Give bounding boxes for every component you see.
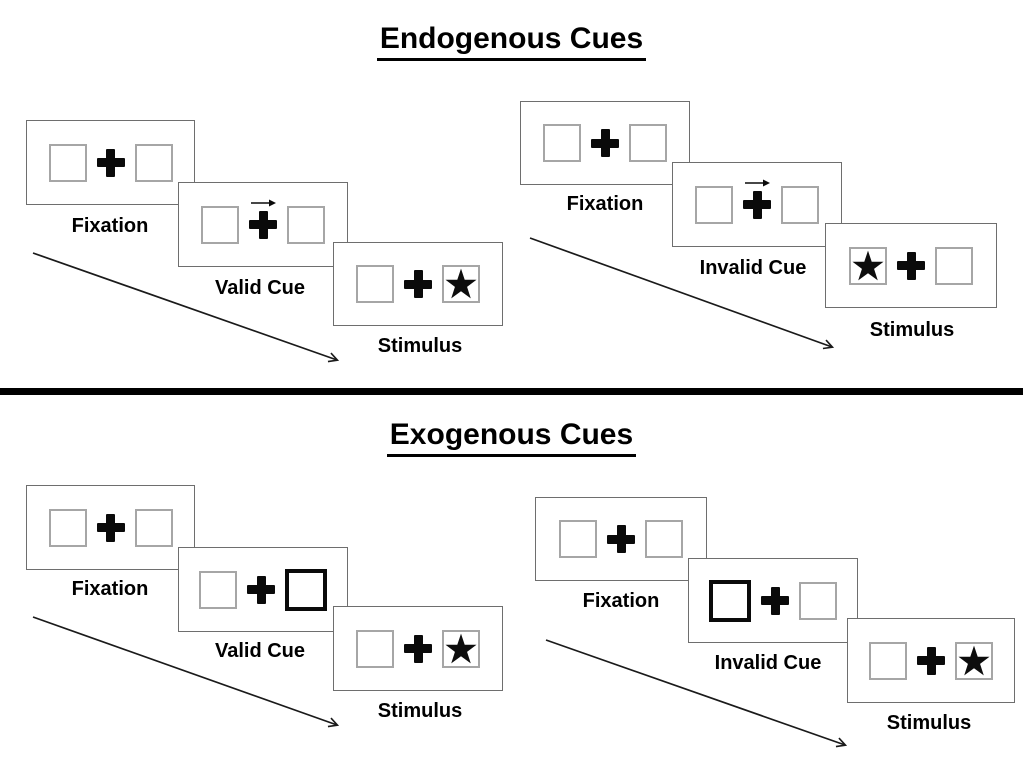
left-box <box>48 508 87 547</box>
fixation-cross-icon <box>404 270 432 298</box>
star-icon <box>852 250 884 280</box>
panel-center <box>237 548 285 631</box>
panel-center <box>581 102 629 184</box>
fixation-cross-icon <box>96 148 125 177</box>
panel-label-stimulus: Stimulus <box>377 700 463 722</box>
timeline-arrow-endogenous-invalid <box>529 237 835 350</box>
fixation-cross-icon <box>249 210 277 239</box>
panel-exo-invalid-stimulus <box>847 618 1015 703</box>
panel-label-stimulus: Stimulus <box>886 712 972 734</box>
right-box <box>955 641 993 680</box>
right-box <box>287 205 325 244</box>
star-icon <box>958 645 990 675</box>
panel-endo-valid-stimulus <box>333 242 503 326</box>
panel-label-stimulus: Stimulus <box>869 319 955 341</box>
panel-endo-invalid-fixation <box>520 101 690 185</box>
section-title-exogenous: Exogenous Cues <box>0 418 1023 457</box>
panel-label-fixation: Fixation <box>71 215 149 237</box>
section-title-endogenous: Endogenous Cues <box>0 22 1023 61</box>
section-divider <box>0 388 1023 395</box>
left-box <box>543 124 581 162</box>
panel-exo-valid-stimulus <box>333 606 503 691</box>
panel-center <box>733 163 781 246</box>
panel-label-valid-cue: Valid Cue <box>214 277 306 299</box>
fixation-cross-icon <box>96 513 125 542</box>
panel-center <box>394 607 442 690</box>
star-icon <box>445 268 477 299</box>
star-icon <box>445 633 477 663</box>
fixation-cross-icon <box>607 525 635 553</box>
right-box <box>442 629 480 668</box>
panel-label-stimulus: Stimulus <box>377 335 463 357</box>
left-box <box>48 143 87 182</box>
fixation-cross-icon <box>897 251 925 280</box>
section-title-text: Exogenous Cues <box>386 418 637 457</box>
section-title-text: Endogenous Cues <box>376 22 647 61</box>
right-box <box>134 508 173 547</box>
panel-label-fixation: Fixation <box>582 590 660 612</box>
right-box <box>442 265 480 303</box>
right-box <box>799 581 837 620</box>
right-box-cue-highlight <box>285 568 327 611</box>
left-box <box>695 185 733 224</box>
panel-endo-invalid-cue <box>672 162 842 247</box>
right-box <box>134 143 173 182</box>
fixation-cross-icon <box>761 586 789 615</box>
panel-label-invalid-cue: Invalid Cue <box>714 652 822 674</box>
fixation-cross-icon <box>591 129 619 157</box>
left-box <box>199 570 237 609</box>
right-box <box>629 124 667 162</box>
panel-center <box>887 224 935 307</box>
panel-exo-valid-fixation <box>26 485 195 570</box>
panel-endo-invalid-stimulus <box>825 223 997 308</box>
timeline-arrow-exogenous-valid <box>32 616 340 728</box>
right-arrow-cue-icon <box>251 199 276 207</box>
timeline-arrow-exogenous-invalid <box>545 639 848 748</box>
left-box <box>869 641 907 680</box>
left-box <box>849 246 887 285</box>
panel-label-valid-cue: Valid Cue <box>214 640 306 662</box>
left-box <box>559 520 597 558</box>
fixation-cross-icon <box>917 646 945 675</box>
right-box <box>781 185 819 224</box>
panel-endo-valid-fixation <box>26 120 195 205</box>
right-box <box>935 246 973 285</box>
right-box <box>645 520 683 558</box>
panel-exo-valid-cue <box>178 547 348 632</box>
panel-center <box>87 121 135 204</box>
panel-label-invalid-cue: Invalid Cue <box>699 257 807 279</box>
left-box-cue-highlight <box>709 579 751 622</box>
panel-center <box>394 243 442 325</box>
right-arrow-cue-icon <box>745 179 770 187</box>
panel-endo-valid-cue <box>178 182 348 267</box>
panel-label-fixation: Fixation <box>71 578 149 600</box>
panel-exo-invalid-cue <box>688 558 858 643</box>
fixation-cross-icon <box>743 190 771 219</box>
fixation-cross-icon <box>404 634 432 663</box>
left-box <box>201 205 239 244</box>
panel-center <box>751 559 799 642</box>
panel-label-fixation: Fixation <box>566 193 644 215</box>
panel-exo-invalid-fixation <box>535 497 707 581</box>
timeline-arrow-endogenous-valid <box>32 252 340 363</box>
left-box <box>356 629 394 668</box>
panel-center <box>907 619 955 702</box>
panel-center <box>239 183 287 266</box>
panel-center <box>597 498 645 580</box>
fixation-cross-icon <box>247 575 275 604</box>
left-box <box>356 265 394 303</box>
panel-center <box>87 486 135 569</box>
